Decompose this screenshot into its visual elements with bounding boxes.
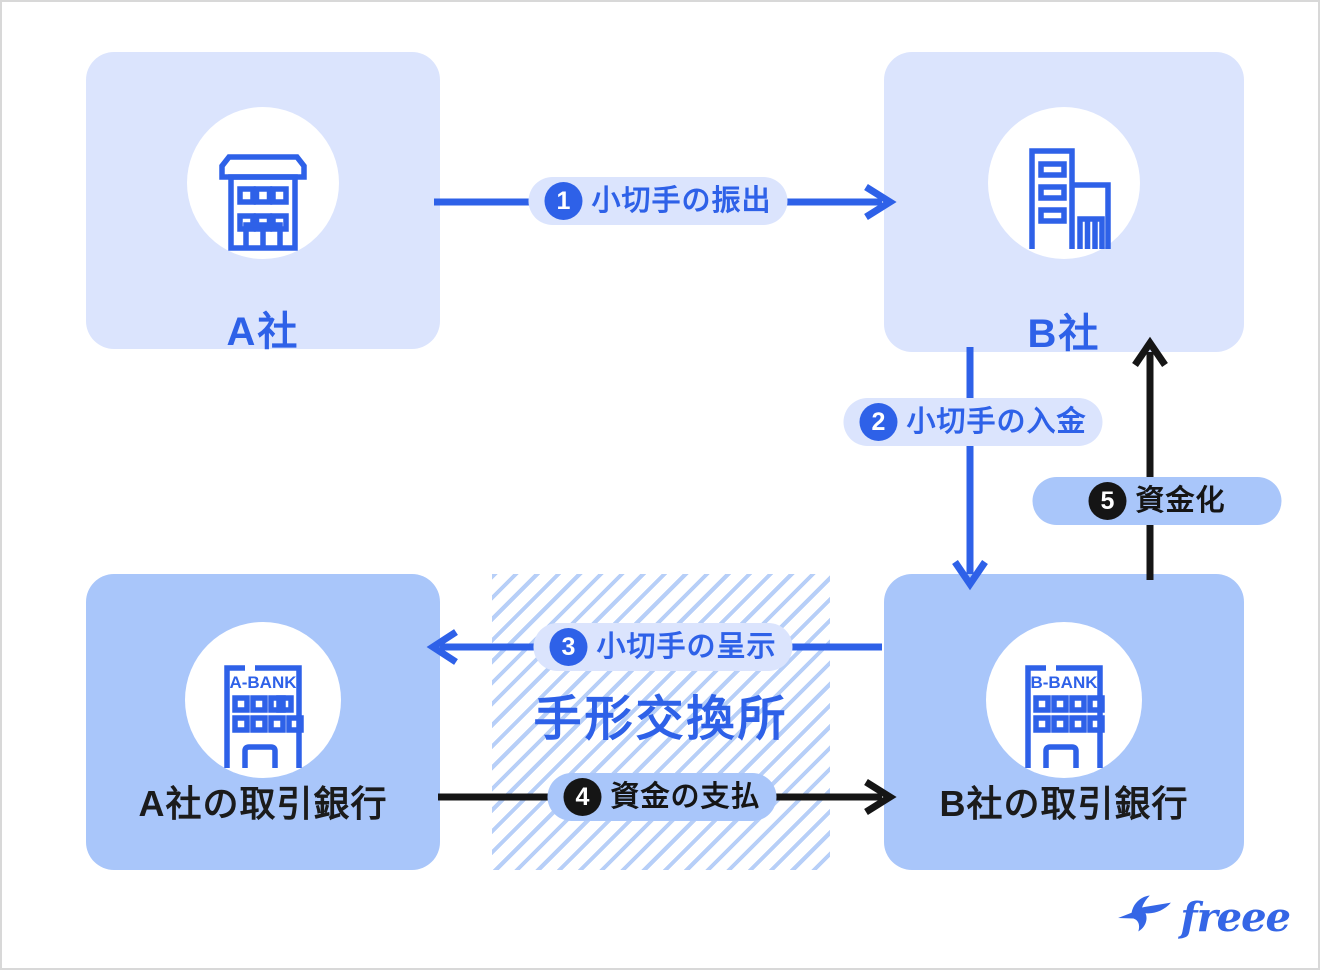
bank-b-label: B社の取引銀行 [939, 783, 1189, 824]
clearing-house-label: 手形交換所 [533, 693, 789, 746]
office-building-icon [219, 154, 307, 251]
arrow-step5-up [1132, 336, 1168, 580]
step-3-label: 小切手の呈示 [596, 630, 777, 663]
bank-a-box: A-BANK A社の取引銀行 [86, 574, 440, 870]
step-4-pill: 4 資金の支払 [547, 773, 777, 821]
company-a-label: A社 [226, 310, 300, 354]
step-1-number-badge: 1 [544, 182, 583, 220]
step-5-number-badge: 5 [1088, 482, 1127, 520]
step-5-label: 資金化 [1135, 484, 1226, 517]
step-5-pill: 5 資金化 [1032, 477, 1282, 525]
step-1-pill: 1 小切手の振出 [528, 177, 788, 225]
office-tower-icon [1029, 148, 1111, 249]
bank-building-icon: A-BANK [224, 665, 304, 768]
bank-b-sign-text: B-BANK [1030, 673, 1098, 692]
company-a-box: A社 [86, 52, 440, 354]
bank-a-label: A社の取引銀行 [138, 783, 388, 824]
bank-a-sign-text: A-BANK [229, 673, 297, 692]
step-4-label: 資金の支払 [610, 780, 761, 813]
step-3-number-badge: 3 [549, 628, 588, 666]
bank-b-box: B-BANK B社の取引銀行 [884, 574, 1244, 870]
step-2-pill: 2 小切手の入金 [843, 398, 1103, 446]
company-b-box: B社 [884, 52, 1244, 356]
step-4-number-badge: 4 [563, 778, 602, 816]
bank-a-icon-circle: A-BANK [185, 622, 341, 778]
company-a-icon-circle [187, 107, 339, 259]
step-3-pill: 3 小切手の呈示 [533, 623, 793, 671]
freee-logo-text: freee [1180, 894, 1291, 941]
arrow-step2-down [952, 347, 988, 591]
company-b-icon-circle [988, 107, 1140, 259]
freee-logo: freee [1116, 894, 1291, 942]
step-1-label: 小切手の振出 [591, 184, 772, 217]
step-2-label: 小切手の入金 [906, 405, 1087, 438]
company-b-label: B社 [1027, 312, 1101, 356]
bank-b-icon-circle: B-BANK [986, 622, 1142, 778]
bank-building-icon: B-BANK [1025, 665, 1105, 768]
swallow-icon [1118, 895, 1172, 932]
step-2-number-badge: 2 [859, 403, 898, 441]
